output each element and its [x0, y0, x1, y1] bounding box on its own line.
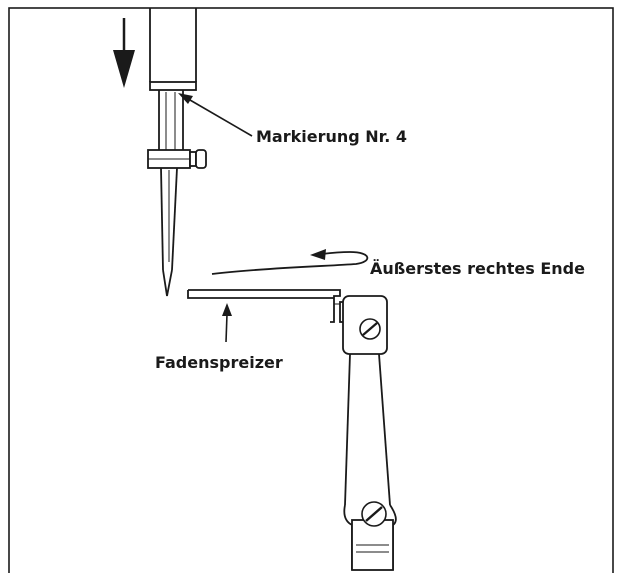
- label-aeusserstes-rechtes-ende: Äußerstes rechtes Ende: [370, 259, 585, 278]
- thread-spreader: [187, 289, 351, 323]
- lower-screw-icon: [361, 501, 387, 527]
- diagram-border: [8, 7, 614, 573]
- label-fadenspreizer: Fadenspreizer: [155, 353, 283, 372]
- needle: [160, 167, 178, 297]
- curved-left-arrow-icon: [211, 249, 369, 275]
- label-markierung: Markierung Nr. 4: [256, 127, 408, 146]
- down-arrow-icon: [113, 18, 135, 88]
- needle-bar: [149, 8, 197, 91]
- fadenspreizer-leader: [222, 303, 232, 343]
- screw-icon: [359, 318, 381, 340]
- markierung-leader: [178, 93, 253, 137]
- needle-clamp: [147, 90, 207, 169]
